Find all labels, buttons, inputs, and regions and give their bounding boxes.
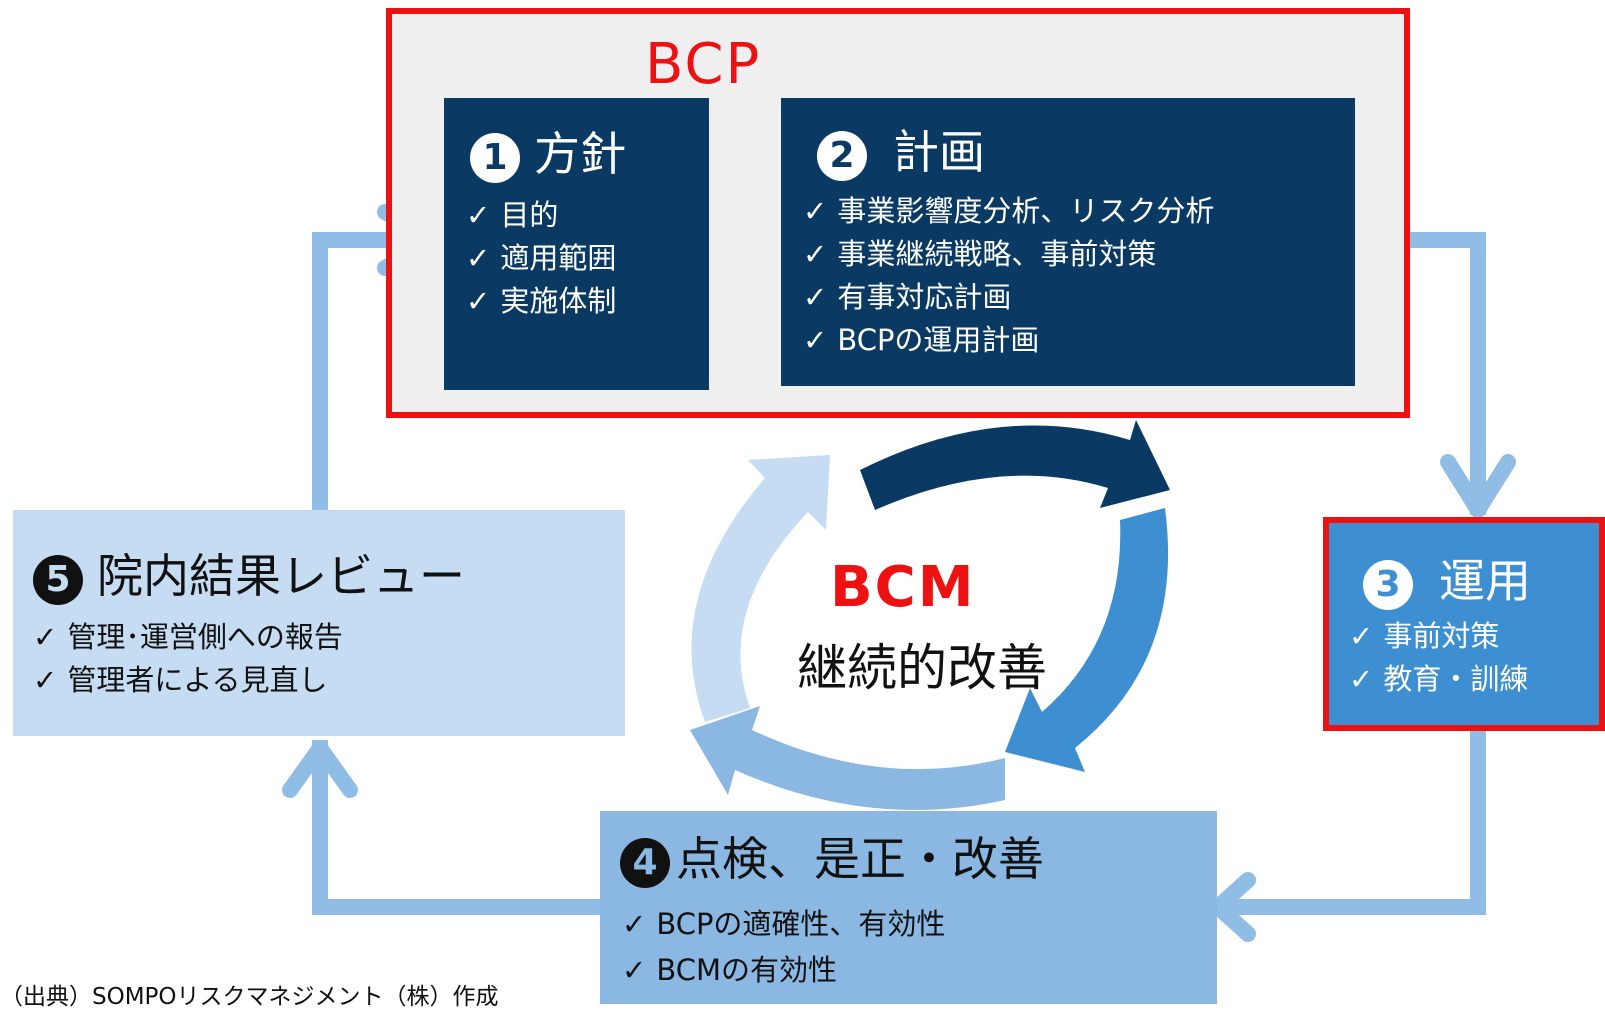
step5-number-badge: 5	[33, 554, 83, 605]
connector-3-to-4	[1220, 731, 1486, 915]
bcm-subtitle: 継続的改善	[797, 639, 1047, 697]
list-item: 有事対応計画	[803, 276, 1214, 319]
bcp-label: BCP	[645, 32, 762, 97]
list-item: 事前対策	[1349, 615, 1528, 658]
cycle-arrow-right	[1005, 508, 1169, 772]
step4-item-list: BCPの適確性、有効性 BCMの有効性	[622, 901, 945, 993]
cycle-arrow-left	[691, 455, 830, 722]
step1-item-list: 目的 適用範囲 実施体制	[466, 194, 616, 323]
step2-title: 計画	[893, 125, 985, 179]
step3-number-badge: 3	[1363, 559, 1413, 610]
list-item: BCMの有効性	[622, 947, 945, 993]
list-item: 実施体制	[466, 280, 616, 323]
step3-title: 運用	[1439, 554, 1531, 608]
step5-title: 院内結果レビュー	[97, 549, 465, 603]
connector-4-to-5	[312, 740, 600, 915]
arrowhead-into-5	[282, 740, 358, 798]
list-item: 適用範囲	[466, 237, 616, 280]
step1-policy-box: 1 方針 目的 適用範囲 実施体制	[444, 98, 709, 390]
step2-item-list: 事業影響度分析、リスク分析 事業継続戦略、事前対策 有事対応計画 BCPの運用計…	[803, 190, 1214, 362]
step4-title: 点検、是正・改善	[676, 832, 1044, 886]
source-note: （出典）SOMPOリスクマネジメント（株）作成	[0, 984, 499, 1010]
list-item: 管理者による見直し	[33, 659, 343, 702]
step4-number-badge: 4	[620, 837, 670, 888]
cycle-arrow-bottom	[690, 706, 1005, 810]
step4-review-correction-box: 4点検、是正・改善 BCPの適確性、有効性 BCMの有効性	[600, 811, 1217, 1004]
arrowhead-into-4	[1210, 872, 1256, 942]
list-item: 事業影響度分析、リスク分析	[803, 190, 1214, 233]
cycle-arrow-top	[860, 420, 1170, 510]
step1-number-badge: 1	[470, 132, 520, 183]
step3-heading: 3 運用	[1363, 545, 1531, 611]
step5-item-list: 管理･運営側への報告 管理者による見直し	[33, 616, 343, 702]
bcm-label: BCM	[830, 555, 976, 620]
step3-item-list: 事前対策 教育・訓練	[1349, 615, 1528, 701]
step1-title: 方針	[534, 127, 626, 181]
list-item: BCPの適確性、有効性	[622, 901, 945, 947]
list-item: 教育・訓練	[1349, 658, 1528, 701]
step1-heading: 1 方針	[470, 118, 626, 184]
arrowhead-into-3	[1440, 454, 1516, 518]
step2-plan-box: 2 計画 事業影響度分析、リスク分析 事業継続戦略、事前対策 有事対応計画 BCP…	[781, 98, 1355, 386]
list-item: 事業継続戦略、事前対策	[803, 233, 1214, 276]
step2-number-badge: 2	[817, 130, 867, 181]
list-item: 管理･運営側への報告	[33, 616, 343, 659]
step2-heading: 2 計画	[817, 116, 985, 182]
step5-hospital-review-box: 5 院内結果レビュー 管理･運営側への報告 管理者による見直し	[13, 510, 625, 736]
step5-heading: 5 院内結果レビュー	[33, 540, 465, 606]
list-item: BCPの運用計画	[803, 319, 1214, 362]
step3-operation-box: 3 運用 事前対策 教育・訓練	[1323, 517, 1605, 731]
list-item: 目的	[466, 194, 616, 237]
